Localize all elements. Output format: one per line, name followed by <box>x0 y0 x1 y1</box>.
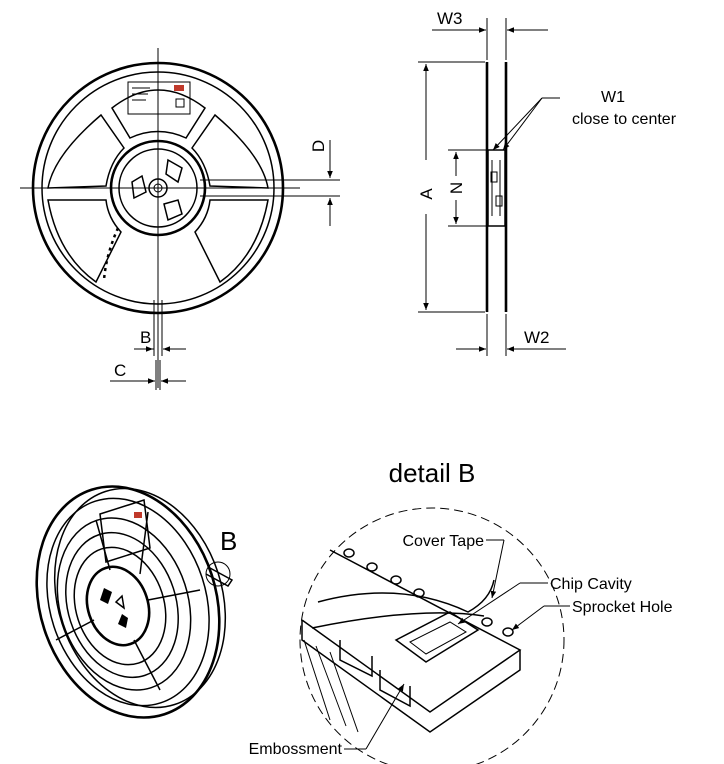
reel-window-left-upper <box>47 113 125 189</box>
label-w2: W2 <box>524 328 550 347</box>
chip-cavity <box>394 611 480 663</box>
reel-window-right-lower <box>194 199 269 284</box>
dimension-n: N <box>447 149 486 227</box>
reel-window-left-lower <box>47 199 122 284</box>
label-w1-note: close to center <box>572 111 677 128</box>
dimension-c: C <box>110 360 186 390</box>
callout-sprocket-hole: Sprocket Hole <box>511 599 673 631</box>
hub-slot-1 <box>165 158 183 184</box>
label-qr-icon <box>175 98 185 108</box>
dimension-w1: W1 close to center <box>492 89 677 151</box>
label-a: A <box>417 188 436 200</box>
callout-cover-tape: Cover Tape <box>402 533 505 599</box>
iso-hub-slot-2 <box>118 614 128 628</box>
label-sprocket-hole: Sprocket Hole <box>572 599 673 616</box>
cover-tape <box>317 579 495 613</box>
dimension-b: B <box>134 300 186 356</box>
embossment-pocket <box>339 640 373 678</box>
reel-windows <box>47 89 269 284</box>
sprocket-hole-icon <box>343 548 355 558</box>
detail-title: detail B <box>389 458 476 488</box>
iso-hub <box>85 565 151 647</box>
callout-embossment: Embossment <box>249 683 405 758</box>
hub-slot-2 <box>131 174 147 200</box>
dimension-a: A <box>417 61 485 313</box>
iso-hub-center <box>114 594 126 610</box>
label-cover-tape: Cover Tape <box>402 533 484 550</box>
iso-label <box>99 499 151 563</box>
dimension-w3: W3 <box>432 9 548 60</box>
label-d: D <box>309 140 328 152</box>
label-chip-cavity: Chip Cavity <box>550 576 632 593</box>
label-w1: W1 <box>601 89 625 106</box>
reel-label <box>127 81 191 115</box>
iso-label-logo-icon <box>134 512 142 518</box>
hub-slot-3 <box>163 199 183 222</box>
reel-isometric-view: B <box>35 485 237 719</box>
hub-section <box>487 149 506 227</box>
label-embossment: Embossment <box>249 741 343 758</box>
label-c: C <box>114 361 126 380</box>
reel-window-top <box>111 89 207 139</box>
tape-sprocket-row <box>102 227 120 281</box>
carrier-tape-edge <box>301 620 521 733</box>
label-callout-b: B <box>220 526 237 556</box>
iso-hub-slot-1 <box>100 588 112 604</box>
dimension-w2: W2 <box>456 314 566 356</box>
detail-b-view: detail B <box>299 458 565 764</box>
dimension-d: D <box>200 140 340 226</box>
carrier-tape-top <box>301 549 522 713</box>
detail-circle <box>299 507 565 764</box>
label-logo-icon <box>174 85 184 91</box>
iso-outer-rim <box>35 485 221 719</box>
label-b: B <box>140 328 151 347</box>
detail-callout-circle <box>205 561 231 587</box>
reel-side-view <box>485 62 508 312</box>
iso-tape-leader <box>205 567 234 587</box>
label-w3: W3 <box>437 9 463 28</box>
callout-chip-cavity: Chip Cavity <box>457 576 632 625</box>
label-n: N <box>447 182 466 194</box>
reel-front-view <box>20 48 300 388</box>
iso-inner-rim <box>46 497 210 707</box>
